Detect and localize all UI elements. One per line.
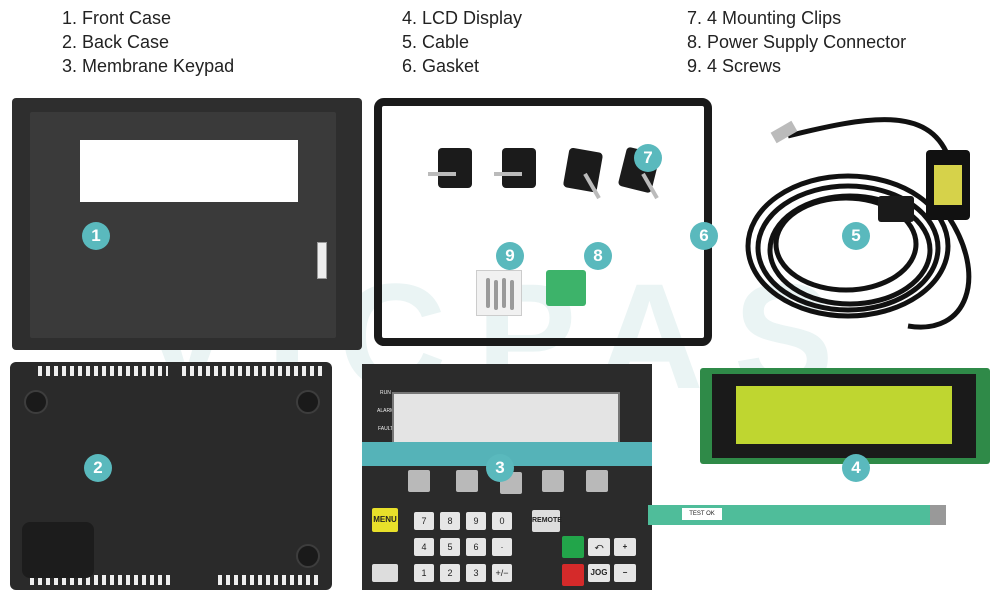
function-key xyxy=(408,470,430,492)
digit-key: · xyxy=(492,538,512,556)
legend-col3: 7. 4 Mounting Clips 8. Power Supply Conn… xyxy=(687,6,906,78)
back-case-vent xyxy=(182,366,322,376)
led-alarm: ALARM xyxy=(377,408,395,414)
remote-key: REMOTE xyxy=(532,510,562,532)
badge-3: 3 xyxy=(486,454,514,482)
ribbon-connector xyxy=(930,505,946,525)
badge-9: 9 xyxy=(496,242,524,270)
legend-item: 7. 4 Mounting Clips xyxy=(687,8,842,28)
lcd-screen xyxy=(736,386,952,444)
badge-8: 8 xyxy=(584,242,612,270)
mounting-clip xyxy=(562,147,604,193)
function-key xyxy=(456,470,478,492)
clip-pin xyxy=(428,172,456,176)
screw xyxy=(510,280,514,310)
badge-2: 2 xyxy=(84,454,112,482)
clip-pin xyxy=(494,172,522,176)
digit-key: 0 xyxy=(492,512,512,530)
start-key xyxy=(562,536,584,558)
mounting-clip xyxy=(502,148,536,188)
legend-item: 1. Front Case xyxy=(62,8,172,28)
back-case-boss xyxy=(24,390,48,414)
badge-7: 7 xyxy=(634,144,662,172)
screw-bag xyxy=(476,270,522,316)
back-case-bracket xyxy=(22,522,94,578)
enter-key xyxy=(372,564,398,582)
back-case-vent xyxy=(218,575,318,585)
cable-label xyxy=(934,165,962,205)
badge-5: 5 xyxy=(842,222,870,250)
function-key xyxy=(586,470,608,492)
reverse-key: ⤺ xyxy=(588,538,610,556)
digit-key: 6 xyxy=(466,538,486,556)
digit-key: 2 xyxy=(440,564,460,582)
digit-key: 4 xyxy=(414,538,434,556)
legend-item: 6. Gasket xyxy=(402,56,480,76)
badge-1: 1 xyxy=(82,222,110,250)
jog-key: JOG xyxy=(588,564,610,582)
badge-6: 6 xyxy=(690,222,718,250)
back-case-vent xyxy=(30,575,170,585)
digit-key: 5 xyxy=(440,538,460,556)
legend-item: 8. Power Supply Connector xyxy=(687,32,907,52)
legend-item: 2. Back Case xyxy=(62,32,170,52)
menu-key: MENU xyxy=(372,508,398,532)
power-supply-connector xyxy=(546,270,586,306)
front-case-slot xyxy=(317,242,327,279)
digit-key: 7 xyxy=(414,512,434,530)
legend-item: 9. 4 Screws xyxy=(687,56,782,76)
down-key: − xyxy=(614,564,636,582)
legend-item: 5. Cable xyxy=(402,32,470,52)
back-case-boss xyxy=(296,390,320,414)
stop-key xyxy=(562,564,584,586)
screw xyxy=(486,278,490,308)
up-key: + xyxy=(614,538,636,556)
led-run: RUN xyxy=(380,390,391,396)
legend-item: 3. Membrane Keypad xyxy=(62,56,235,76)
cable-coil xyxy=(745,117,972,330)
legend-col2: 4. LCD Display 5. Cable 6. Gasket xyxy=(402,6,522,78)
gasket xyxy=(374,98,712,346)
function-key xyxy=(542,470,564,492)
test-tag: TEST OK xyxy=(682,508,722,520)
plus-minus-key: +/− xyxy=(492,564,512,582)
back-case-vent xyxy=(38,366,168,376)
front-case-window xyxy=(80,140,298,202)
back-case-boss xyxy=(296,544,320,568)
legend-item: 4. LCD Display xyxy=(402,8,523,28)
digit-key: 3 xyxy=(466,564,486,582)
led-fault: FAULT xyxy=(378,426,394,432)
legend-col1: 1. Front Case 2. Back Case 3. Membrane K… xyxy=(62,6,234,78)
digit-key: 1 xyxy=(414,564,434,582)
mounting-clip xyxy=(438,148,472,188)
screw xyxy=(502,278,506,308)
digit-key: 9 xyxy=(466,512,486,530)
digit-key: 8 xyxy=(440,512,460,530)
keypad-lcd-window xyxy=(392,392,620,448)
keypad-ribbon-cable xyxy=(648,505,946,525)
screw xyxy=(494,280,498,310)
badge-4: 4 xyxy=(842,454,870,482)
